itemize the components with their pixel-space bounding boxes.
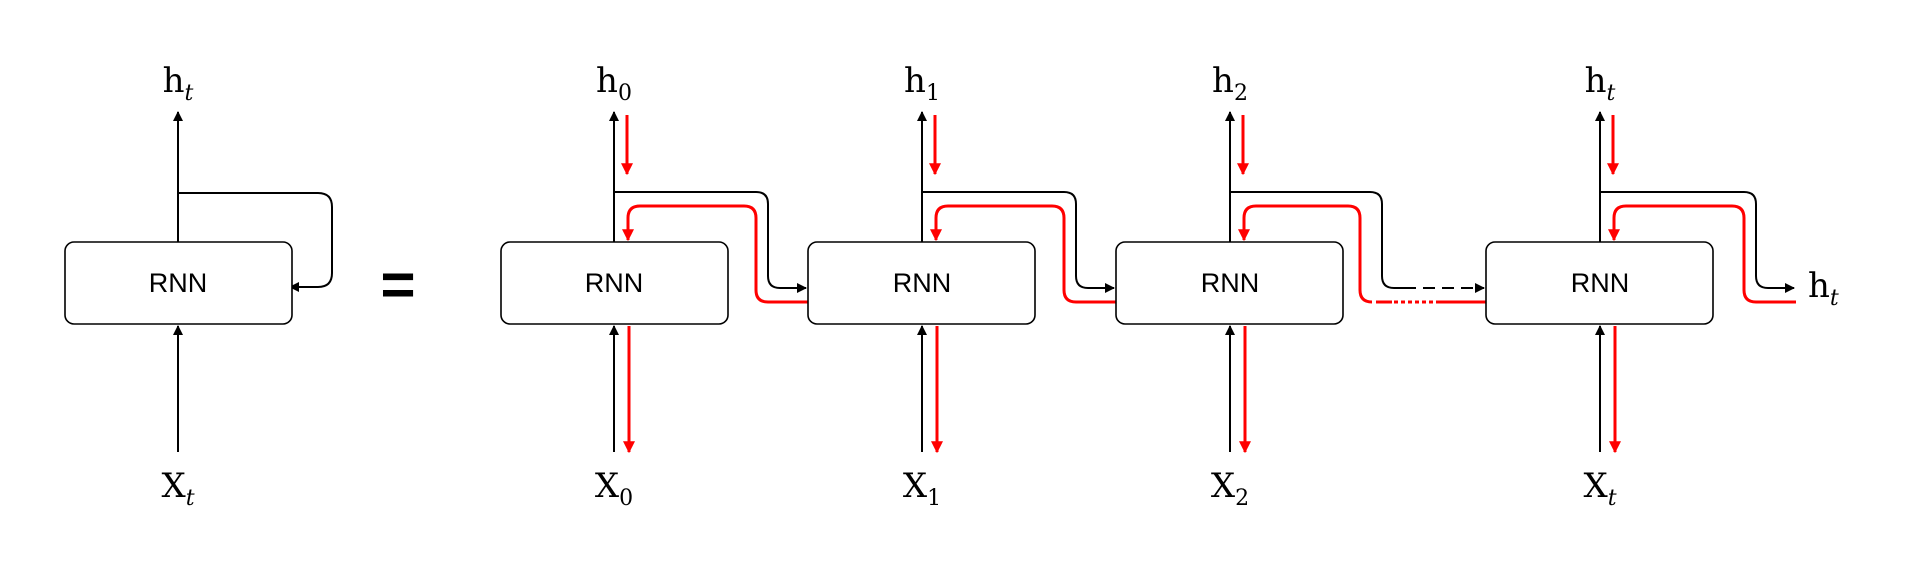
folded-output-label: ht (163, 61, 194, 106)
step0-rnn-cell (500, 241, 729, 325)
step1-rnn-cell (807, 241, 1036, 325)
stept-output-label: ht (1585, 61, 1616, 106)
step1-input-label: X1 (903, 466, 941, 511)
step0-grad-hidden (622, 204, 808, 304)
step2-grad-hidden (1238, 204, 1373, 304)
step2-rnn-cell (1115, 241, 1344, 325)
step1-rnn-label: RNN (893, 268, 952, 298)
final-output-label: ht (1808, 266, 1839, 311)
stept-hidden-forward (1600, 191, 1795, 293)
step0-input-label: X0 (595, 466, 633, 511)
unrolled-step-1: RNN h1 X1 (807, 61, 1116, 511)
folded-input-label: Xt (161, 466, 194, 511)
folded-rnn: RNN ht Xt (64, 61, 333, 511)
step0-rnn-label: RNN (585, 268, 644, 298)
unrolled-step-0: RNN h0 X0 (500, 61, 808, 511)
folded-rnn-label: RNN (149, 268, 208, 298)
unrolled-step-2: RNN h2 X2 (1115, 61, 1404, 511)
stept-rnn-cell (1485, 241, 1714, 325)
step2-output-label: h2 (1212, 61, 1248, 106)
unrolled-step-t: RNN ht Xt (1485, 61, 1796, 511)
step2-rnn-label: RNN (1201, 268, 1260, 298)
stept-grad-hidden (1608, 204, 1796, 304)
folded-rnn-cell (64, 241, 293, 325)
step2-input-label: X2 (1211, 466, 1249, 511)
stept-rnn-label: RNN (1571, 268, 1630, 298)
step1-hidden-forward (922, 191, 1115, 293)
step0-hidden-forward (614, 191, 807, 293)
step1-grad-hidden (930, 204, 1116, 304)
step1-output-label: h1 (904, 61, 940, 106)
equals-sign: = (380, 251, 415, 318)
stept-input-label: Xt (1583, 466, 1616, 511)
step0-output-label: h0 (596, 61, 632, 106)
folded-recurrent-loop (178, 192, 333, 292)
step2-hidden-forward (1230, 191, 1404, 289)
